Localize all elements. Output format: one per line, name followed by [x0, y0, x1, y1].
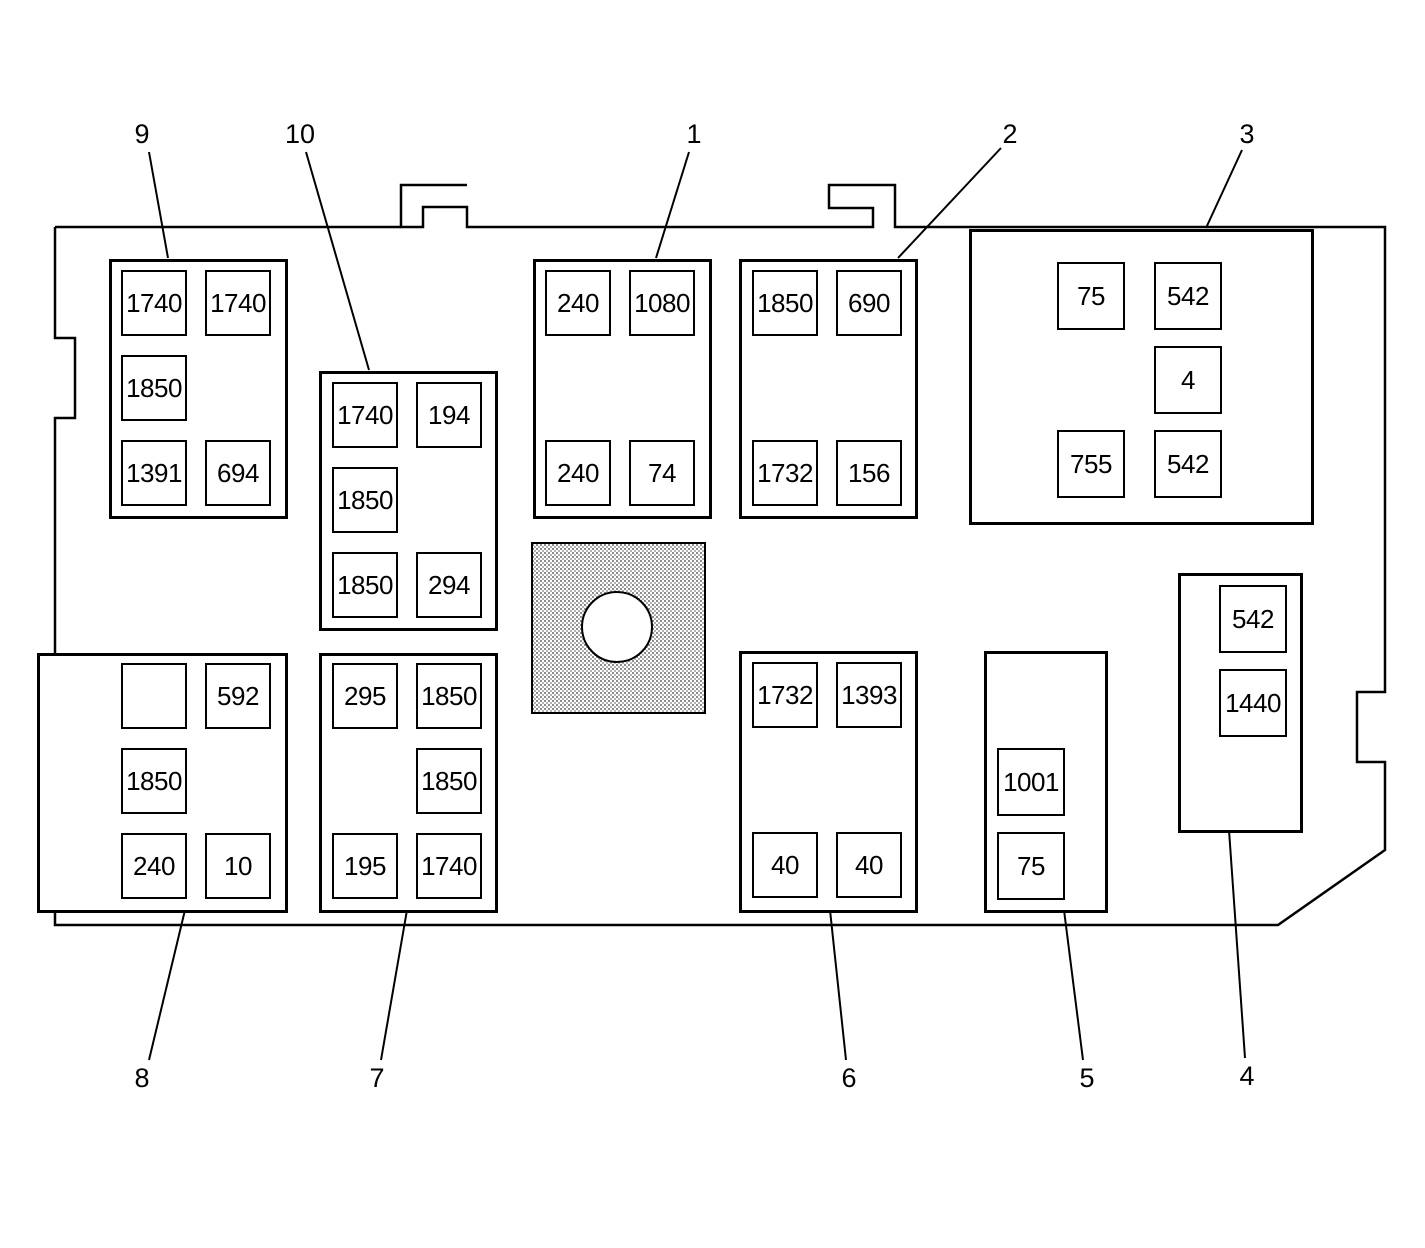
- callout-1: 1: [686, 119, 702, 149]
- relay-9-terminal: 1740: [121, 270, 187, 336]
- leader-line-10: [305, 151, 370, 371]
- relay-3-terminal: 755: [1057, 430, 1125, 498]
- relay-2-terminal: 156: [836, 440, 902, 506]
- callout-7: 7: [369, 1063, 385, 1093]
- relay-9-terminal: 1391: [121, 440, 187, 506]
- relay-10-terminal: 1850: [332, 467, 398, 533]
- leader-line-4: [1228, 829, 1246, 1059]
- relay-3-terminal: 542: [1154, 262, 1222, 330]
- relay-7-terminal: 295: [332, 663, 398, 729]
- relay-8-terminal: 592: [205, 663, 271, 729]
- callout-10: 10: [284, 119, 316, 149]
- leader-line-7: [380, 909, 408, 1061]
- relay-3-terminal: 542: [1154, 430, 1222, 498]
- relay-9-terminal: 1850: [121, 355, 187, 421]
- relay-6-terminal: 40: [752, 832, 818, 898]
- callout-4: 4: [1239, 1061, 1255, 1091]
- relay-10-terminal: 1850: [332, 552, 398, 618]
- relay-7-terminal: 195: [332, 833, 398, 899]
- relay-8-terminal: [121, 663, 187, 729]
- leader-line-1: [655, 151, 690, 259]
- relay-5-terminal: 75: [997, 832, 1065, 900]
- relay-8-terminal: 10: [205, 833, 271, 899]
- relay-8-terminal: 240: [121, 833, 187, 899]
- relay-2-terminal: 1850: [752, 270, 818, 336]
- relay-1-terminal: 240: [545, 270, 611, 336]
- relay-7-terminal: 1850: [416, 748, 482, 814]
- relay-1-terminal: 74: [629, 440, 695, 506]
- callout-8: 8: [134, 1063, 150, 1093]
- relay-6-terminal: 40: [836, 832, 902, 898]
- relay-7-terminal: 1850: [416, 663, 482, 729]
- relay-7-terminal: 1740: [416, 833, 482, 899]
- mounting-hole: [581, 591, 653, 663]
- relay-3-terminal: 4: [1154, 346, 1222, 414]
- relay-2-terminal: 1732: [752, 440, 818, 506]
- relay-3-terminal: 75: [1057, 262, 1125, 330]
- leader-line-6: [829, 909, 847, 1061]
- housing-outline: [53, 183, 1387, 927]
- relay-2-terminal: 690: [836, 270, 902, 336]
- leader-line-2: [897, 147, 1002, 259]
- callout-5: 5: [1079, 1063, 1095, 1093]
- relay-10-terminal: 1740: [332, 382, 398, 448]
- callout-3: 3: [1239, 119, 1255, 149]
- relay-6-terminal: 1732: [752, 662, 818, 728]
- relay-10-terminal: 194: [416, 382, 482, 448]
- relay-4-terminal: 542: [1219, 585, 1287, 653]
- relay-10-terminal: 294: [416, 552, 482, 618]
- relay-4-terminal: 1440: [1219, 669, 1287, 737]
- callout-6: 6: [841, 1063, 857, 1093]
- relay-6-terminal: 1393: [836, 662, 902, 728]
- relay-3: [969, 229, 1314, 525]
- callout-2: 2: [1002, 119, 1018, 149]
- leader-line-3: [1205, 149, 1243, 229]
- relay-1-terminal: 240: [545, 440, 611, 506]
- relay-1-terminal: 1080: [629, 270, 695, 336]
- relay-9-terminal: 694: [205, 440, 271, 506]
- relay-8-terminal: 1850: [121, 748, 187, 814]
- relay-9-terminal: 1740: [205, 270, 271, 336]
- callout-9: 9: [134, 119, 150, 149]
- relay-5-terminal: 1001: [997, 748, 1065, 816]
- leader-line-8: [148, 909, 186, 1061]
- leader-line-5: [1063, 909, 1084, 1061]
- leader-line-9: [148, 151, 169, 259]
